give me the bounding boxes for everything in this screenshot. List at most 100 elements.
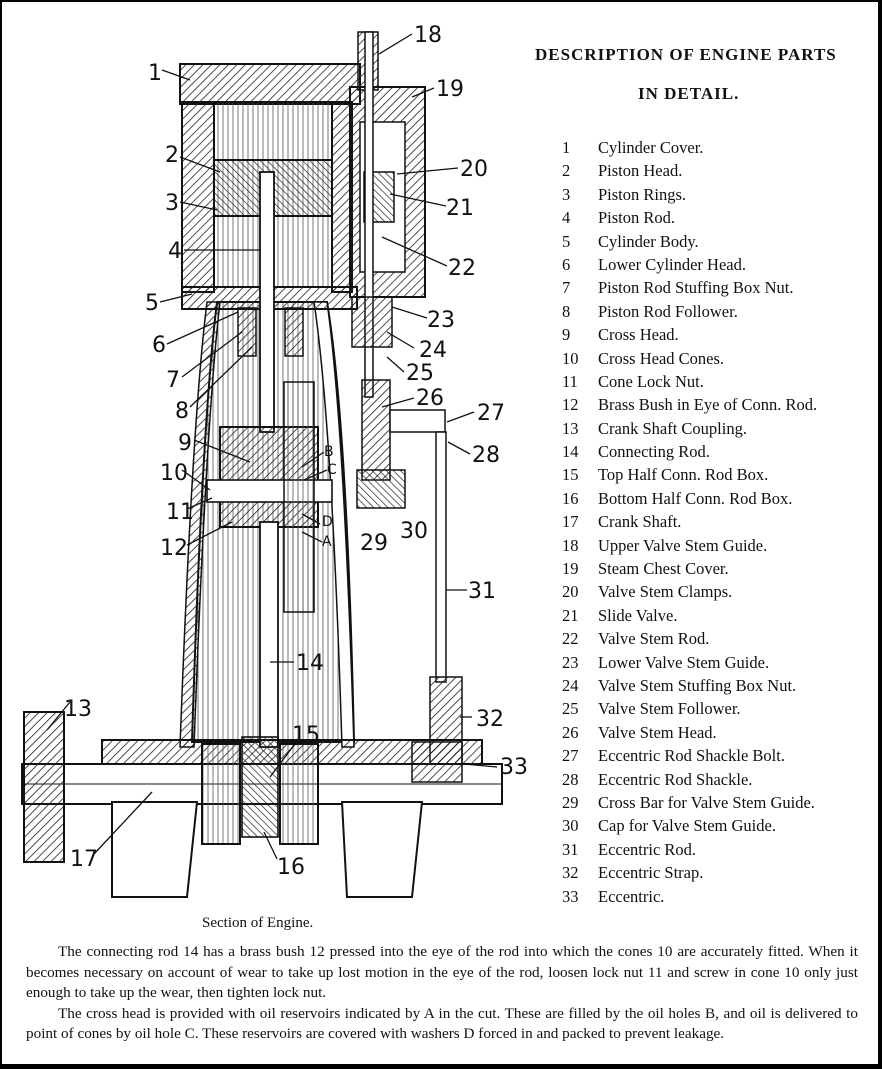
callout-26: 26 <box>416 386 444 411</box>
callout-9: 9 <box>178 431 192 456</box>
part-number: 21 <box>562 605 579 625</box>
part-name: Valve Stem Follower. <box>598 699 741 719</box>
parts-list: 1 Cylinder Cover. 2 Piston Head. 3 Piston Rin… <box>562 138 817 910</box>
cap-valve-stem-guide <box>356 469 406 509</box>
part-name: Lower Valve Stem Guide. <box>598 652 770 672</box>
part-number: 25 <box>562 699 579 719</box>
callout-D: D <box>322 514 333 530</box>
eccentric-rod <box>435 431 447 683</box>
lower-valve-stem-guide <box>351 296 393 348</box>
part-number: 30 <box>562 816 579 836</box>
callout-C: C <box>327 462 337 478</box>
callout-5: 5 <box>145 291 159 316</box>
part-name: Piston Rings. <box>598 184 687 204</box>
stuffing-box-nut-right <box>284 307 304 357</box>
part-name: Eccentric Rod Shackle. <box>598 769 753 789</box>
part-name: Slide Valve. <box>598 605 678 625</box>
list-item: 30 Cap for Valve Stem Guide. <box>562 816 817 839</box>
callout-21: 21 <box>446 196 474 221</box>
part-number: 19 <box>562 559 579 579</box>
callout-A: A <box>322 534 332 550</box>
part-number: 12 <box>562 395 579 415</box>
callout-12: 12 <box>160 536 188 561</box>
part-number: 4 <box>562 208 571 228</box>
callout-B: B <box>324 444 334 460</box>
list-item: 9 Cross Head. <box>562 325 817 348</box>
part-number: 10 <box>562 348 579 368</box>
list-item: 21 Slide Valve. <box>562 606 817 629</box>
callout-10: 10 <box>160 461 188 486</box>
part-number: 33 <box>562 886 579 906</box>
part-number: 26 <box>562 722 579 742</box>
callout-24: 24 <box>419 338 447 363</box>
part-number: 17 <box>562 512 579 532</box>
part-number: 14 <box>562 442 579 462</box>
part-number: 24 <box>562 675 579 695</box>
callout-2: 2 <box>165 143 179 168</box>
callout-19: 19 <box>436 77 464 102</box>
part-number: 3 <box>562 184 571 204</box>
callout-22: 22 <box>448 256 476 281</box>
callout-29: 29 <box>360 531 388 556</box>
part-name: Cross Head Cones. <box>598 348 725 368</box>
crank-shaft-coupling <box>23 711 65 863</box>
callout-32: 32 <box>476 707 504 732</box>
part-number: 27 <box>562 746 579 766</box>
cylinder-wall-left <box>181 101 215 293</box>
callout-3: 3 <box>165 191 179 216</box>
list-item: 2 Piston Head. <box>562 161 817 184</box>
paragraph: The cross head is provided with oil rese… <box>26 1004 858 1043</box>
part-name: Upper Valve Stem Guide. <box>598 535 768 555</box>
part-number: 5 <box>562 231 571 251</box>
callout-17: 17 <box>70 847 98 872</box>
part-name: Lower Cylinder Head. <box>598 254 746 274</box>
callout-28: 28 <box>472 443 500 468</box>
part-name: Cap for Valve Stem Guide. <box>598 816 776 836</box>
part-name: Cross Head. <box>598 325 679 345</box>
callout-25: 25 <box>406 361 434 386</box>
list-item: 3 Piston Rings. <box>562 185 817 208</box>
leader-lines <box>46 33 498 860</box>
part-name: Bottom Half Conn. Rod Box. <box>598 488 793 508</box>
stuffing-box-nut-left <box>237 307 257 357</box>
part-number: 23 <box>562 652 579 672</box>
connecting-rod <box>259 521 279 748</box>
part-name: Cylinder Cover. <box>598 138 704 157</box>
list-item: 19 Steam Chest Cover. <box>562 559 817 582</box>
part-number: 8 <box>562 301 571 321</box>
bearing-pedestal-left <box>111 801 199 898</box>
callout-1: 1 <box>148 61 162 86</box>
eccentric <box>411 741 463 783</box>
callout-20: 20 <box>460 157 488 182</box>
callout-8: 8 <box>175 399 189 424</box>
part-name: Connecting Rod. <box>598 442 710 462</box>
shackle <box>389 409 446 433</box>
part-name: Valve Stem Rod. <box>598 629 710 649</box>
part-name: Piston Head. <box>598 161 683 181</box>
part-number: 2 <box>562 161 571 181</box>
part-name: Steam Chest Cover. <box>598 559 729 579</box>
valve-stem-head <box>361 379 391 481</box>
part-number: 9 <box>562 325 571 345</box>
part-number: 31 <box>562 839 579 859</box>
part-name: Crank Shaft Coupling. <box>598 418 747 438</box>
list-item: 26 Valve Stem Head. <box>562 723 817 746</box>
part-name: Valve Stem Head. <box>598 722 717 742</box>
part-name: Piston Rod. <box>598 208 676 228</box>
part-number: 1 <box>562 138 571 157</box>
list-item: 23 Lower Valve Stem Guide. <box>562 653 817 676</box>
